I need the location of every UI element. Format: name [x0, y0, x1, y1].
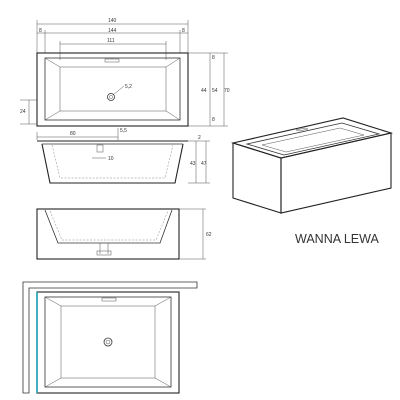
dim-top-rim: 8 [212, 55, 215, 61]
dim-inner-length: 144 [108, 28, 117, 34]
dim-inner-width: 54 [212, 88, 218, 94]
dim-left-depth: 24 [20, 109, 26, 115]
side-profile-view: 80 5,5 10 2 43 47 [36, 128, 210, 184]
dim-side-length: 80 [70, 131, 76, 137]
page-title: WANNA LEWA [295, 232, 379, 246]
dim-drain-offset: 10 [108, 156, 114, 162]
installation-plan-view [22, 281, 198, 394]
dim-bottom-length: 111 [107, 38, 115, 44]
dim-total-height: 62 [206, 232, 212, 238]
dim-depth-2: 47 [201, 161, 207, 167]
dim-overall-length: 140 [108, 18, 117, 24]
dim-right-offset: 8 [182, 28, 185, 34]
plan-drain-icon [103, 337, 113, 347]
dim-bottom-rim: 8 [212, 117, 215, 123]
dim-drain-diameter: 5,2 [125, 84, 132, 90]
dim-overall-width: 70 [224, 88, 230, 94]
drain-icon [107, 93, 115, 101]
isometric-view [230, 117, 394, 214]
front-elevation-view: 62 [36, 208, 212, 260]
dim-side-height: 5,5 [120, 128, 127, 134]
dim-rim-thickness: 2 [198, 135, 201, 141]
dim-left-offset: 8 [39, 28, 42, 34]
dim-inner-width-2: 44 [201, 88, 207, 94]
top-view: 140 8 144 8 111 5,2 8 44 [20, 18, 230, 127]
dim-depth-1: 43 [190, 161, 196, 167]
